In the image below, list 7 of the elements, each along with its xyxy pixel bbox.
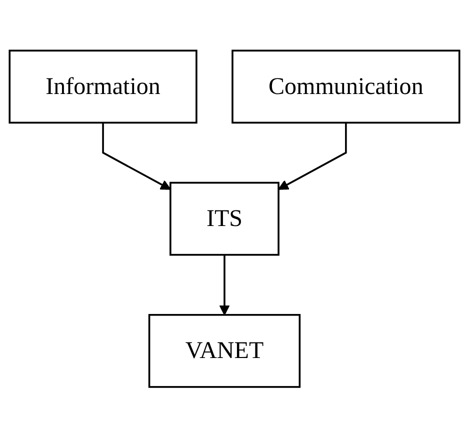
node-box: VANET: [148, 314, 301, 388]
node-box: Communication: [232, 50, 460, 124]
node-box: ITS: [170, 182, 280, 256]
node-box: Information: [8, 50, 198, 124]
arrow: [278, 122, 347, 190]
arrow: [219, 255, 230, 316]
arrow: [102, 122, 171, 190]
